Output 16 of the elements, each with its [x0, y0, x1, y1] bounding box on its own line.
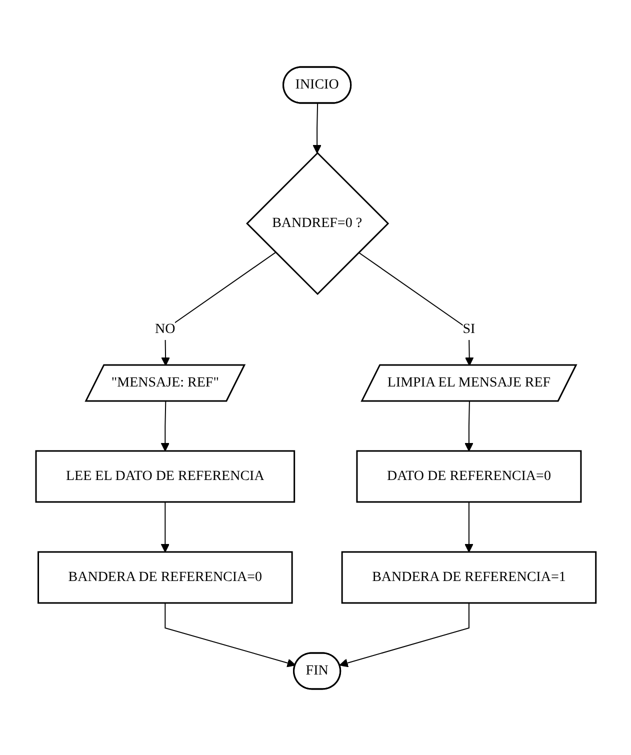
node-box: LEE EL DATO DE REFERENCIA — [34, 450, 295, 502]
node-box: BANDERA DE REFERENCIA=0 — [37, 550, 292, 604]
node-box: DATO DE REFERENCIA=0 — [356, 450, 582, 502]
arrow — [338, 602, 470, 667]
arrow — [312, 102, 322, 153]
arrow — [358, 251, 474, 366]
arrow — [464, 400, 473, 451]
edge-label: SI — [462, 321, 475, 336]
arrow — [160, 251, 276, 366]
edge-label: NO — [154, 321, 175, 336]
arrow — [464, 500, 473, 552]
arrow — [160, 400, 170, 451]
node-diamond: BANDREF=0 ? — [246, 151, 389, 295]
arrow — [160, 500, 170, 552]
arrow — [164, 602, 296, 667]
node-box: BANDERA DE REFERENCIA=1 — [340, 550, 596, 604]
